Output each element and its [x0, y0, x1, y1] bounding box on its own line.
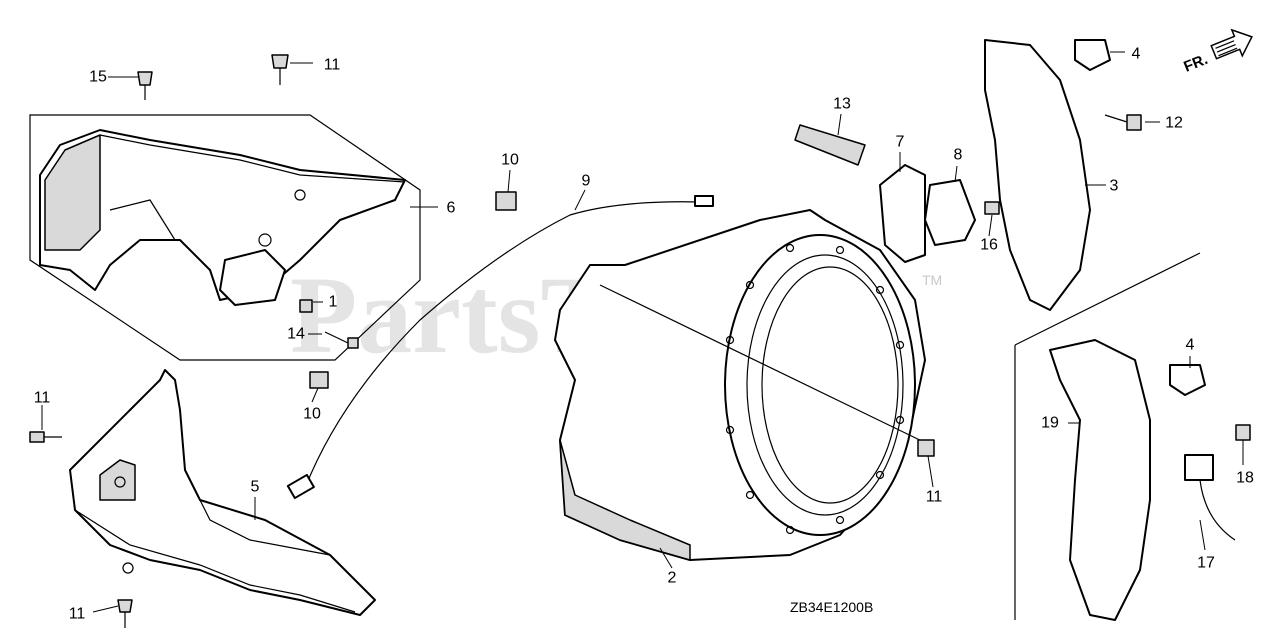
drawing-code: ZB34E1200B: [790, 599, 873, 615]
callout-12: 12: [1165, 115, 1183, 132]
callout-11-top: 11: [324, 57, 341, 74]
direction-label: FR.: [1181, 51, 1210, 76]
callout-labels: 15 11 6 1 14 11 5 11 10 10 9 2 11 13 7 8…: [34, 46, 1254, 623]
part-tube[interactable]: [794, 124, 866, 166]
callout-15: 15: [89, 69, 107, 86]
callout-17: 17: [1197, 555, 1215, 572]
callout-2: 2: [668, 570, 677, 587]
callout-13: 13: [833, 96, 851, 113]
callout-16: 16: [980, 237, 998, 254]
part-bracket[interactable]: [879, 164, 926, 263]
part-clip-upper[interactable]: [1074, 39, 1111, 71]
callout-4-bottom: 4: [1186, 337, 1195, 354]
callout-11-left: 11: [34, 390, 51, 407]
fan-cover-bolt-holes: [725, 243, 905, 535]
fasteners: [29, 54, 1251, 628]
part-lower-air-shroud[interactable]: [69, 369, 376, 616]
leader-lines: [41, 51, 1244, 613]
callout-10-top: 10: [501, 152, 519, 169]
part-clip-plate[interactable]: [924, 179, 976, 246]
group-frame-right-guard: [1014, 252, 1201, 620]
cable-end-fitting: [286, 473, 315, 500]
callout-4-top: 4: [1132, 46, 1141, 63]
callout-19: 19: [1041, 415, 1059, 432]
callout-5: 5: [251, 479, 260, 496]
front-direction-indicator: FR.: [1181, 28, 1253, 76]
trademark-mark: TM: [922, 272, 942, 288]
sensor-lead: [1199, 479, 1236, 541]
part-side-guard[interactable]: [984, 39, 1091, 311]
callout-8: 8: [954, 147, 963, 164]
callout-9: 9: [582, 173, 591, 190]
cable-end-connector: [694, 195, 714, 207]
callout-18: 18: [1236, 470, 1254, 487]
part-clip-lower[interactable]: [1169, 364, 1206, 396]
part-fan-cover[interactable]: [554, 209, 931, 561]
callout-3: 3: [1110, 178, 1119, 195]
group-frame-upper-shroud: [29, 114, 421, 361]
part-upper-air-shroud[interactable]: [39, 129, 406, 306]
part-choke-cable[interactable]: [304, 201, 701, 489]
direction-arrow-icon: [1210, 28, 1253, 60]
part-sensor[interactable]: [1184, 454, 1214, 481]
callout-11-right: 11: [926, 489, 943, 506]
callout-7: 7: [896, 134, 905, 151]
callout-10-bottom: 10: [303, 406, 321, 423]
callout-14: 14: [287, 326, 305, 343]
part-rear-guard[interactable]: [1049, 339, 1151, 621]
callout-6: 6: [447, 200, 456, 217]
callout-1: 1: [329, 294, 338, 311]
callout-11-bottom: 11: [69, 606, 86, 623]
